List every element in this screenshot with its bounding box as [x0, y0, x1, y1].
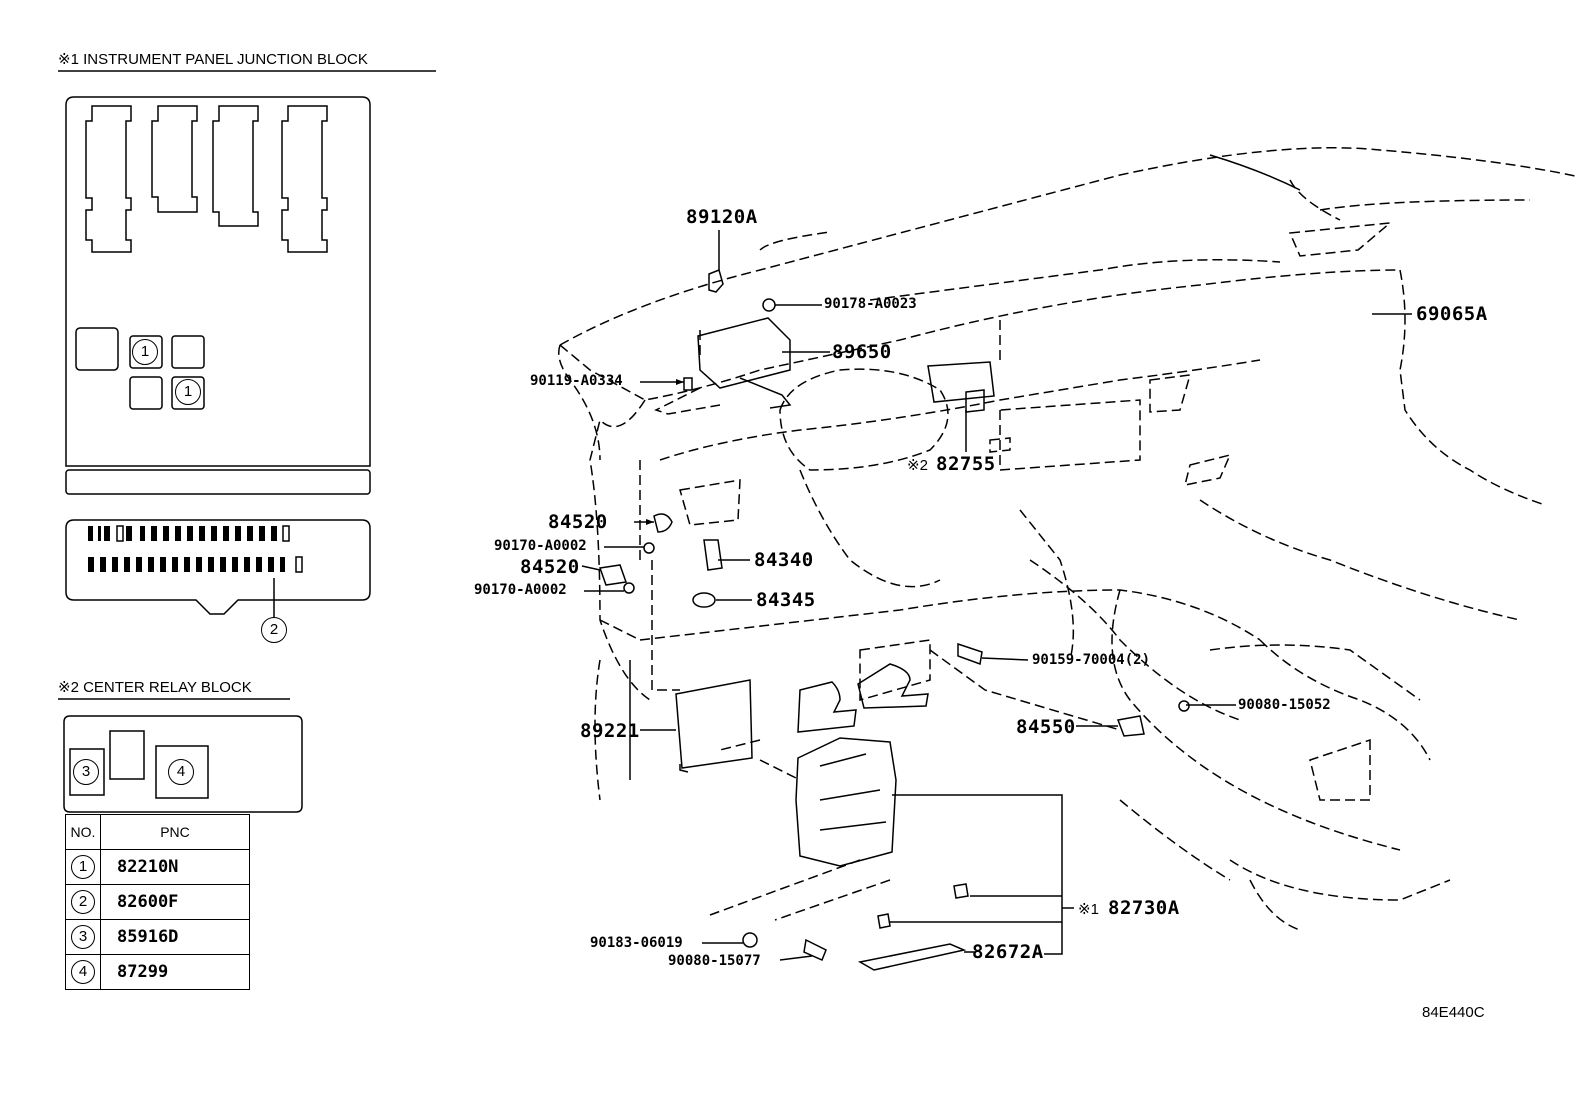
callout-90080-15052: 90080-15052: [1238, 697, 1331, 713]
pnc-row: 2 82600F: [65, 884, 250, 920]
callout-89221: 89221: [580, 720, 640, 742]
callout-90159-70004: 90159-70004(2): [1032, 652, 1151, 668]
callout-82730a: 82730A: [1108, 897, 1180, 919]
callout-84520-lower: 84520: [520, 556, 580, 578]
callout-90183-06019: 90183-06019: [590, 935, 683, 951]
callout-84550: 84550: [1016, 716, 1076, 738]
callout-84520-upper: 84520: [548, 511, 608, 533]
junction-block-title: ※1 INSTRUMENT PANEL JUNCTION BLOCK: [58, 51, 368, 68]
pnc-row: 4 87299: [65, 954, 250, 990]
callout-84345: 84345: [756, 589, 816, 611]
relay-block-title: ※2 CENTER RELAY BLOCK: [58, 679, 252, 696]
pnc-row-code: 87299: [100, 954, 250, 990]
position-marker-1a: 1: [132, 339, 158, 365]
callout-90080-15077: 90080-15077: [668, 953, 761, 969]
pnc-header-no: NO.: [65, 814, 101, 850]
callout-84340: 84340: [754, 549, 814, 571]
callout-82672a: 82672A: [972, 941, 1044, 963]
pnc-row-code: 82600F: [100, 884, 250, 920]
callout-82755: 82755: [936, 453, 996, 475]
callout-90170-a0002-lower: 90170-A0002: [474, 582, 567, 598]
pnc-row-code: 85916D: [100, 919, 250, 955]
callout-90170-a0002-upper: 90170-A0002: [494, 538, 587, 554]
callout-90119-a0334: 90119-A0334: [530, 373, 623, 389]
pnc-row-no: 1: [71, 855, 95, 879]
callout-82730a-mark: ※1: [1078, 901, 1099, 918]
callout-69065a: 69065A: [1416, 303, 1488, 325]
pnc-table-header: NO. PNC: [65, 814, 250, 850]
pnc-row-no: 3: [71, 925, 95, 949]
diagram-code: 84E440C: [1422, 1004, 1485, 1021]
pnc-row-code: 82210N: [100, 849, 250, 885]
callout-89650: 89650: [832, 341, 892, 363]
pnc-row-no: 2: [71, 890, 95, 914]
position-marker-1b: 1: [175, 379, 201, 405]
pnc-row: 1 82210N: [65, 849, 250, 885]
pnc-row: 3 85916D: [65, 919, 250, 955]
pnc-row-no: 4: [71, 960, 95, 984]
position-marker-3: 3: [73, 759, 99, 785]
position-marker-2: 2: [261, 617, 287, 643]
position-marker-4: 4: [168, 759, 194, 785]
callout-89120a: 89120A: [686, 206, 758, 228]
pnc-table: NO. PNC 1 82210N 2 82600F 3 85916D 4 872…: [65, 814, 250, 990]
pnc-header-pnc: PNC: [100, 814, 250, 850]
callout-90178-a0023: 90178-A0023: [824, 296, 917, 312]
callout-82755-mark: ※2: [907, 457, 928, 474]
